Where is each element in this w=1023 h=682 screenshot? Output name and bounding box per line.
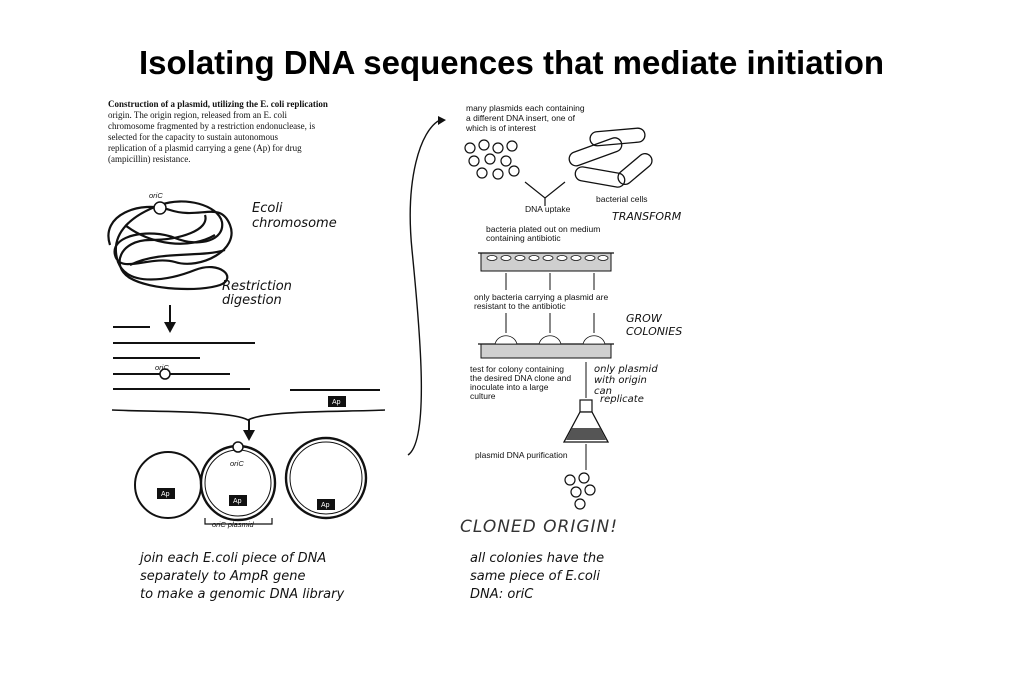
resistant-caption-2: resistant to the antibiotic <box>474 301 566 311</box>
left-caption: Construction of a plasmid, utilizing the… <box>108 99 328 164</box>
ap-label-1: Ap <box>161 491 170 498</box>
right-bottom-note-2: same piece of E.coli <box>470 569 600 584</box>
bacterial-cells-label: bacterial cells <box>596 194 648 204</box>
plasmid-bracket <box>204 518 273 525</box>
caption-line-2: origin. The origin region, released from… <box>108 110 288 120</box>
oric-marker-fragment <box>159 368 171 380</box>
plate-arrows-2 <box>505 313 595 333</box>
right-bottom-note-1: all colonies have the <box>470 551 604 566</box>
ap-box-2 <box>229 495 247 506</box>
culture-flask <box>562 399 610 443</box>
fragment-oric-label: oriC <box>155 363 169 372</box>
petri-plate-1 <box>478 252 614 272</box>
grow-note-2: COLONIES <box>626 325 682 338</box>
test-caption-4: culture <box>470 391 496 401</box>
caption-line-6: (ampicillin) resistance. <box>108 154 190 164</box>
transform-note: TRANSFORM <box>612 210 682 223</box>
cloned-origin-note: CLONED ORIGIN! <box>460 517 618 537</box>
ap-box-1 <box>157 488 175 499</box>
purified-plasmids <box>564 472 596 510</box>
ecoli-chromosome <box>107 200 233 291</box>
restriction-note-1: Restriction <box>222 279 292 294</box>
plated-caption-1: bacteria plated out on medium <box>486 224 600 234</box>
caption-line-4: selected for the capacity to sustain aut… <box>108 132 278 142</box>
test-caption-1: test for colony containing <box>470 364 564 374</box>
dna-fragments <box>113 326 380 391</box>
caption-line-5: replication of a plasmid carrying a gene… <box>108 143 302 153</box>
right-bottom-note-3: DNA: oriC <box>470 587 534 602</box>
left-bottom-note-2: separately to AmpR gene <box>140 569 305 584</box>
dna-uptake-label: DNA uptake <box>525 204 571 214</box>
join-arrow <box>243 420 255 441</box>
ap-label-fragment: Ap <box>332 399 341 406</box>
digest-arrow <box>164 305 176 333</box>
restriction-note-2: digestion <box>222 293 282 308</box>
oric-label-top: oriC <box>149 191 163 200</box>
plasmids-caption-3: which is of interest <box>465 123 537 133</box>
plasmids-caption-2: a different DNA insert, one of <box>466 113 576 123</box>
plasmid-cluster <box>464 139 520 180</box>
plate-arrows-1 <box>505 273 595 290</box>
origin-note-1: only plasmid <box>594 364 658 375</box>
ap-label-3: Ap <box>321 502 330 509</box>
circle-oric-label: oriC <box>230 459 244 468</box>
ecoli-note-1: Ecoli <box>252 201 283 216</box>
oric-marker-chromosome <box>153 201 167 215</box>
page-title: Isolating DNA sequences that mediate ini… <box>138 44 885 81</box>
left-bottom-note-1: join each E.coli piece of DNA <box>138 551 326 566</box>
origin-note-3: can <box>594 386 612 397</box>
grow-note-1: GROW <box>626 312 663 325</box>
ecoli-note-2: chromosome <box>252 216 337 231</box>
ap-box-fragment <box>328 396 346 407</box>
caption-line-3: chromosome fragmented by a restriction e… <box>108 121 316 131</box>
oric-marker-circle <box>232 441 244 453</box>
uptake-merge <box>524 181 566 199</box>
caption-line-1: Construction of a plasmid, utilizing the… <box>108 99 328 109</box>
plasmid-bracket-label: oriC plasmid <box>212 520 255 529</box>
connector-arrow <box>407 119 441 456</box>
plated-caption-2: containing antibiotic <box>486 233 561 243</box>
connector-arrowhead <box>438 116 446 125</box>
bacterial-cells <box>568 127 653 188</box>
origin-note-2: with origin <box>594 375 647 386</box>
left-bottom-note-3: to make a genomic DNA library <box>140 587 344 602</box>
ap-box-3 <box>317 499 335 510</box>
petri-plate-2 <box>478 335 614 359</box>
ap-label-2: Ap <box>233 498 242 505</box>
origin-note-4: replicate <box>600 394 644 405</box>
plasmids-caption-1: many plasmids each containing <box>466 103 585 113</box>
purification-label: plasmid DNA purification <box>475 450 568 460</box>
join-brace <box>111 409 386 421</box>
resistant-caption-1: only bacteria carrying a plasmid are <box>474 292 608 302</box>
test-caption-2: the desired DNA clone and <box>470 373 571 383</box>
test-caption-3: inoculate into a large <box>470 382 549 392</box>
